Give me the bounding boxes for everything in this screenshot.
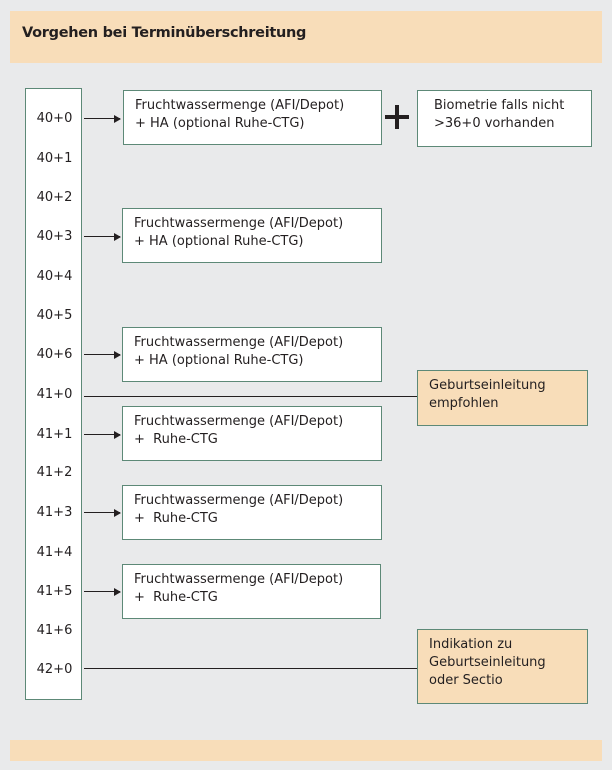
exam-box-41-3: Fruchtwassermenge (AFI/Depot) + Ruhe-CTG [122,485,382,540]
arrow-connector [84,350,121,359]
header-banner: Vorgehen bei Terminüberschreitung [10,11,602,63]
exam-box-40-6: Fruchtwassermenge (AFI/Depot) + HA (opti… [122,327,382,382]
connector-line [84,668,417,669]
biometrie-box: Biometrie falls nicht >36+0 vorhanden [417,90,592,147]
arrow-connector [84,430,121,439]
arrow-connector [84,508,121,517]
arrow-connector [84,232,121,241]
exam-box-41-1: Fruchtwassermenge (AFI/Depot) + Ruhe-CTG [122,406,382,461]
week-label: 41+1 [36,427,73,442]
exam-box-40-3: Fruchtwassermenge (AFI/Depot) + HA (opti… [122,208,382,263]
week-label: 41+6 [36,623,73,638]
week-label: 40+6 [36,347,73,362]
connector-line [84,396,417,397]
week-timeline: 40+0 40+1 40+2 40+3 40+4 40+5 40+6 41+0 … [25,88,82,700]
week-label: 40+4 [36,269,73,284]
exam-box-41-5: Fruchtwassermenge (AFI/Depot) + Ruhe-CTG [122,564,381,619]
page-title: Vorgehen bei Terminüberschreitung [22,25,307,41]
week-label: 40+2 [36,190,73,205]
week-label: 41+4 [36,545,73,560]
week-label: 41+0 [36,387,73,402]
exam-box-40-0: Fruchtwassermenge (AFI/Depot) + HA (opti… [123,90,382,145]
week-label: 41+2 [36,465,73,480]
week-label: 40+3 [36,229,73,244]
week-label: 41+3 [36,505,73,520]
week-label: 40+0 [36,111,73,126]
week-label: 40+5 [36,308,73,323]
week-label: 41+5 [36,584,73,599]
indikation-box: Indikation zu Geburtseinleitung oder Sec… [417,629,588,704]
arrow-connector [84,114,121,123]
plus-icon [385,103,413,131]
footer-banner [10,740,602,761]
week-label: 42+0 [36,662,73,677]
arrow-connector [84,587,121,596]
geburtseinleitung-box: Geburtseinleitung empfohlen [417,370,588,426]
week-label: 40+1 [36,151,73,166]
